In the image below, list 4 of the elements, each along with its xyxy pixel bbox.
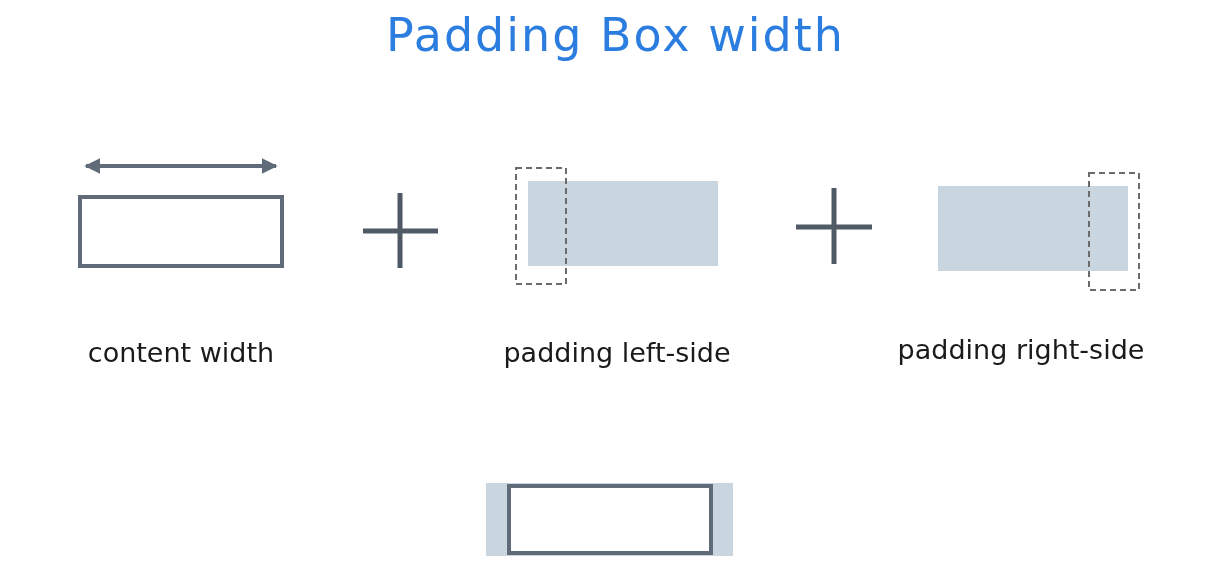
caption-label: content width: [87, 337, 275, 368]
title: Padding Box width: [386, 8, 845, 62]
caption-label: padding right-side: [897, 334, 1145, 365]
caption-label: padding left-side: [503, 337, 731, 368]
